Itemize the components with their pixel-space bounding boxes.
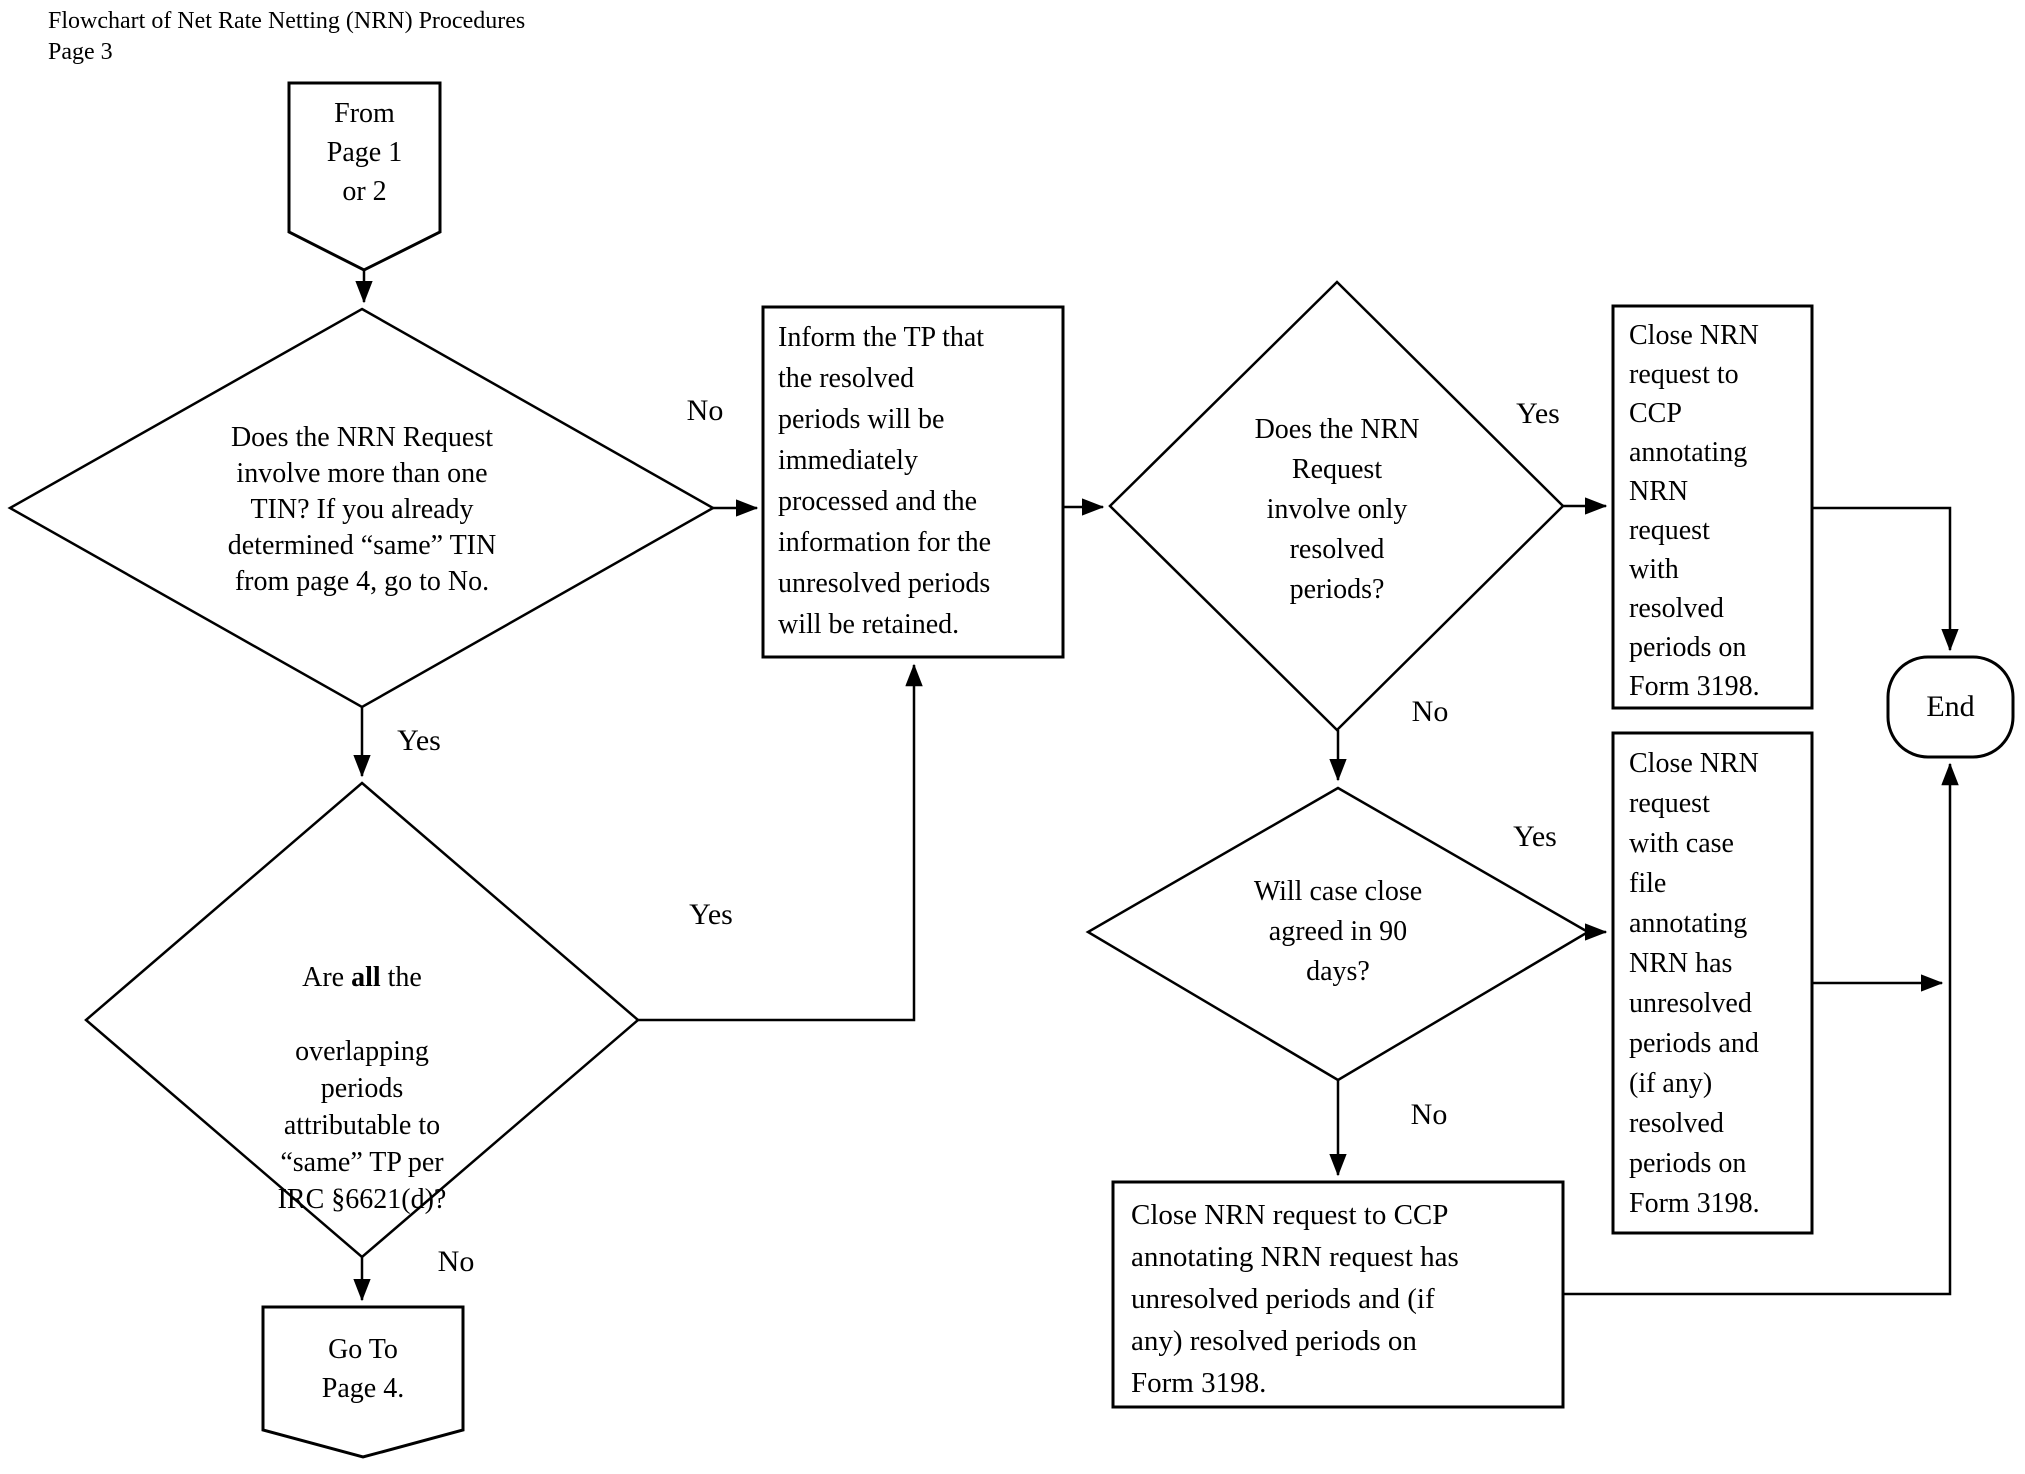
close90-no-label: No [1410, 1098, 1448, 1131]
decision-same-tp-text: Are all the overlapping periods attribut… [162, 922, 562, 1255]
same-tp-no-label: No [437, 1245, 475, 1278]
tin-no-label: No [686, 394, 724, 427]
page-title: Flowchart of Net Rate Netting (NRN) Proc… [48, 8, 526, 65]
offpage-goto-outline [261, 1305, 465, 1459]
process-close-resolved-text: Close NRN request to CCP annotating NRN … [1629, 320, 1760, 702]
decision-multiple-tin-text: Does the NRN Request involve more than o… [227, 422, 497, 597]
decision-same-tp-line1: Are all the [162, 959, 562, 996]
end-terminator-outline [1886, 655, 2015, 759]
decision-case-close-text: Will case close agreed in 90 days? [1253, 876, 1423, 987]
edge-box1-to-end [1812, 506, 1959, 652]
same-tp-yes-label: Yes [689, 898, 733, 931]
offpage-goto-text: Go To Page 4. [321, 1334, 405, 1404]
decision-same-tp-rest: overlapping periods attributable to “sam… [277, 1036, 447, 1215]
decision-same-tp-line1-suffix: the [380, 962, 422, 993]
decision-resolved-only-text: Does the NRN Request involve only resolv… [1254, 414, 1420, 605]
process-close-case-file-text: Close NRN request with case file annotat… [1629, 748, 1760, 1219]
process-inform-outline [761, 305, 1065, 659]
resolved-no-label: No [1411, 695, 1449, 728]
offpage-from-text: From Page 1 or 2 [326, 98, 403, 207]
close90-yes-label: Yes [1513, 820, 1557, 853]
process-inform-text: Inform the TP that the resolved periods … [778, 322, 992, 640]
decision-same-tp-line1-prefix: Are [302, 962, 352, 993]
edge-same-tp-yes [638, 663, 923, 1022]
end-terminator-text: End [1926, 690, 1975, 723]
process-close-ccp-unresolved-text: Close NRN request to CCP annotating NRN … [1131, 1199, 1459, 1399]
tin-yes-label: Yes [397, 724, 441, 757]
process-close-case-file-outline [1611, 731, 1814, 1235]
decision-same-tp-bold-word: all [351, 962, 381, 993]
edge-bottombox-to-end [1563, 762, 1959, 1296]
offpage-from-outline [287, 81, 442, 272]
resolved-yes-label: Yes [1516, 397, 1560, 430]
